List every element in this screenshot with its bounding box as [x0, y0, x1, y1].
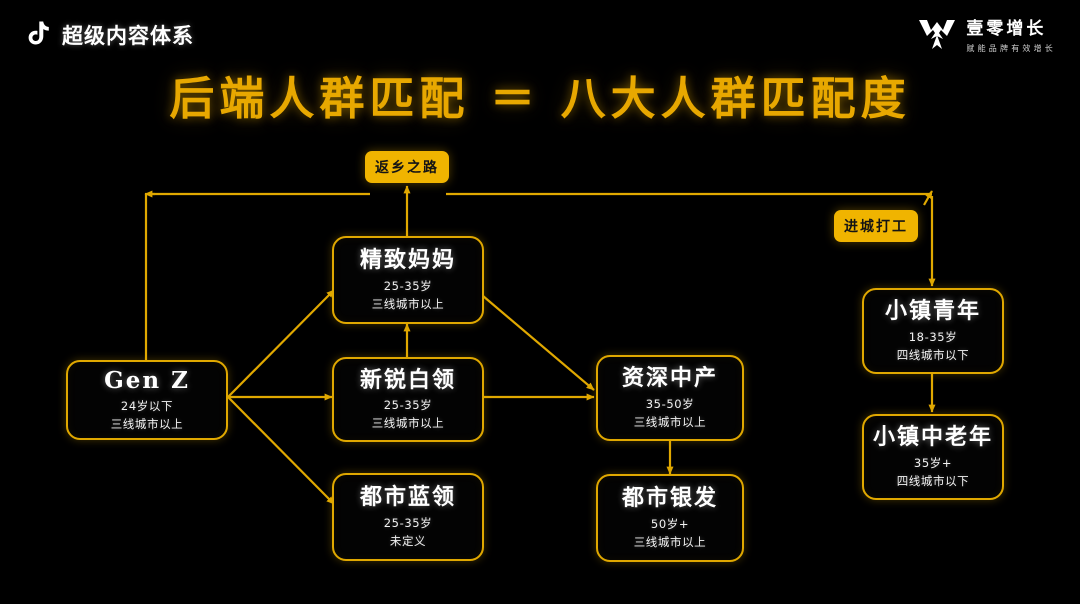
node-urban-bluecollar-age: 25-35岁 [383, 515, 433, 530]
node-town-youth-age: 18-35岁 [908, 329, 958, 344]
node-gen-z[interactable]: Gen Z 24岁以下 三线城市以上 [66, 360, 228, 440]
node-senior-middle[interactable]: 资深中产 35-50岁 三线城市以上 [596, 355, 744, 441]
pill-return-home-label: 返乡之路 [375, 160, 439, 176]
node-urban-bluecollar-title: 都市蓝领 [359, 484, 456, 511]
node-urban-silver-title: 都市银发 [621, 485, 718, 512]
node-town-youth[interactable]: 小镇青年 18-35岁 四线城市以下 [862, 288, 1004, 374]
node-refined-mom-age: 25-35岁 [383, 278, 433, 293]
brand-header: 超级内容体系 [28, 20, 194, 50]
node-urban-silver[interactable]: 都市银发 50岁+ 三线城市以上 [596, 474, 744, 562]
company-mark-icon [917, 16, 957, 52]
edge-rail-right-head [923, 190, 933, 206]
node-town-elder-age: 35岁+ [913, 455, 953, 470]
node-new-whitecollar[interactable]: 新锐白领 25-35岁 三线城市以上 [332, 357, 484, 442]
edge-mom-to-seniormiddle [482, 295, 595, 391]
node-town-elder-title: 小镇中老年 [872, 424, 993, 451]
node-new-whitecollar-age: 25-35岁 [383, 398, 433, 413]
node-senior-middle-tier: 三线城市以上 [633, 414, 707, 429]
node-new-whitecollar-tier: 三线城市以上 [371, 416, 445, 430]
logo-name: 壹零增长 [966, 19, 1047, 39]
node-town-elder[interactable]: 小镇中老年 35岁+ 四线城市以下 [862, 414, 1004, 500]
logo-tagline: 赋能品牌有效增长 [966, 44, 1056, 53]
company-logo: 壹零增长 赋能品牌有效增长 [917, 14, 1056, 54]
node-gen-z-title: Gen Z [104, 366, 190, 394]
edge-genz-to-mom [227, 289, 335, 398]
node-refined-mom[interactable]: 精致妈妈 25-35岁 三线城市以上 [332, 236, 484, 324]
pill-return-home[interactable]: 返乡之路 [365, 151, 449, 183]
node-urban-bluecollar[interactable]: 都市蓝领 25-35岁 未定义 [332, 473, 484, 561]
logo-text-block: 壹零增长 赋能品牌有效增长 [966, 14, 1056, 54]
node-town-elder-tier: 四线城市以下 [896, 473, 970, 488]
node-refined-mom-tier: 三线城市以上 [371, 296, 445, 311]
page-title: 后端人群匹配 ＝ 八大人群匹配度 [169, 72, 911, 125]
node-new-whitecollar-title: 新锐白领 [359, 366, 456, 393]
node-gen-z-age: 24岁以下 [120, 399, 174, 414]
node-senior-middle-age: 35-50岁 [645, 396, 695, 411]
node-urban-silver-tier: 三线城市以上 [633, 534, 707, 549]
node-town-youth-title: 小镇青年 [884, 298, 981, 325]
node-urban-bluecollar-tier: 未定义 [389, 533, 427, 548]
node-gen-z-tier: 三线城市以上 [110, 417, 184, 432]
node-refined-mom-title: 精致妈妈 [359, 247, 456, 274]
pill-go-to-city-label: 进城打工 [844, 219, 908, 235]
pill-go-to-city[interactable]: 进城打工 [834, 210, 918, 242]
tiktok-note-icon [28, 20, 52, 50]
edge-genz-to-bluecollar [227, 396, 335, 505]
node-urban-silver-age: 50岁+ [650, 516, 690, 531]
node-senior-middle-title: 资深中产 [621, 365, 718, 392]
node-town-youth-tier: 四线城市以下 [896, 347, 970, 362]
brand-label: 超级内容体系 [62, 23, 194, 48]
